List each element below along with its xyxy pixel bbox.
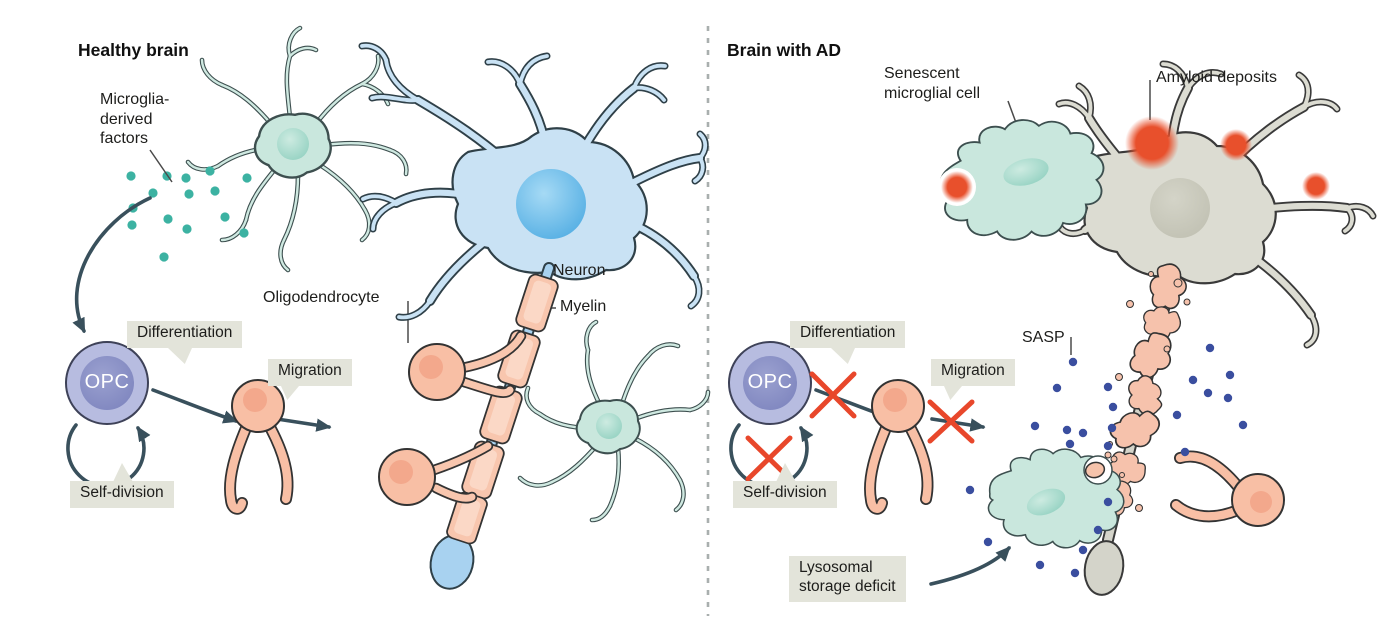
senescent-microglia-top-icon — [933, 111, 1112, 248]
opc-cell-ad-icon — [728, 341, 812, 425]
migration-arrow — [275, 417, 332, 432]
label-sasp: SASP — [1022, 329, 1065, 346]
opc-label-right: OPC — [747, 371, 793, 393]
opc-cell-icon — [65, 341, 149, 425]
migration-arrow-ad — [930, 417, 986, 432]
lysosomal-arrow — [929, 546, 1011, 586]
blocked-cross-marks — [745, 371, 975, 482]
engulfed-amyloid — [941, 171, 973, 203]
bubble-lysosomal-storage-deficit: Lysosomal storage deficit — [789, 556, 906, 602]
axon-ad-terminal — [1083, 540, 1125, 596]
premyelinating-cell-ad-icon — [864, 379, 934, 515]
left-panel-title: Healthy brain — [78, 40, 189, 60]
opc-label-left: OPC — [84, 371, 130, 393]
myelinated-axon-icon — [429, 262, 561, 590]
oligodendrocyte-icon — [378, 330, 527, 506]
premyelinating-cell-icon — [224, 379, 294, 515]
bubble-differentiation-right: Differentiation — [790, 321, 906, 348]
label-neuron: Neuron — [553, 262, 606, 279]
myelin-debris-dots — [1104, 271, 1191, 512]
differentiation-arrow — [151, 388, 239, 424]
microglia-ramified-2-icon — [517, 319, 711, 523]
bubble-self-division-left: Self-division — [70, 481, 174, 508]
right-panel-title: Brain with AD — [727, 40, 842, 60]
amyloid-deposits-icon — [1125, 116, 1330, 200]
ad-brain-panel — [728, 64, 1373, 596]
label-oligodendrocyte: Oligodendrocyte — [263, 289, 380, 306]
label-amyloid-deposits: Amyloid deposits — [1156, 69, 1277, 86]
neuron-nucleus — [516, 169, 586, 239]
microglia-ramified-icon — [185, 25, 409, 273]
senescent-microglia-bottom-icon — [981, 439, 1131, 557]
microglia-factor-dots — [126, 166, 252, 262]
bubble-migration-left: Migration — [268, 359, 352, 386]
neuron-healthy-icon — [362, 46, 705, 318]
degenerating-axon-icon — [1083, 260, 1192, 596]
engulfed-myelin-debris — [1084, 461, 1106, 479]
label-senescent-microglial-cell: Senescent microglial cell — [884, 65, 981, 102]
bubble-differentiation-left: Differentiation — [127, 321, 243, 348]
label-microglia-derived-factors: Microglia- derived factors — [100, 91, 170, 148]
healthy-brain-panel — [65, 25, 711, 590]
factors-to-opc-arrow — [72, 196, 152, 334]
sasp-dots — [952, 343, 1248, 578]
bubble-self-division-right: Self-division — [733, 481, 837, 508]
neuron-ad-icon — [1059, 64, 1373, 345]
neuron-ad-nucleus — [1150, 178, 1210, 238]
self-division-arrow — [66, 423, 151, 489]
stalled-oligodendrocyte-icon — [1170, 450, 1285, 527]
bubble-migration-right: Migration — [931, 359, 1015, 386]
label-myelin: Myelin — [560, 298, 607, 315]
